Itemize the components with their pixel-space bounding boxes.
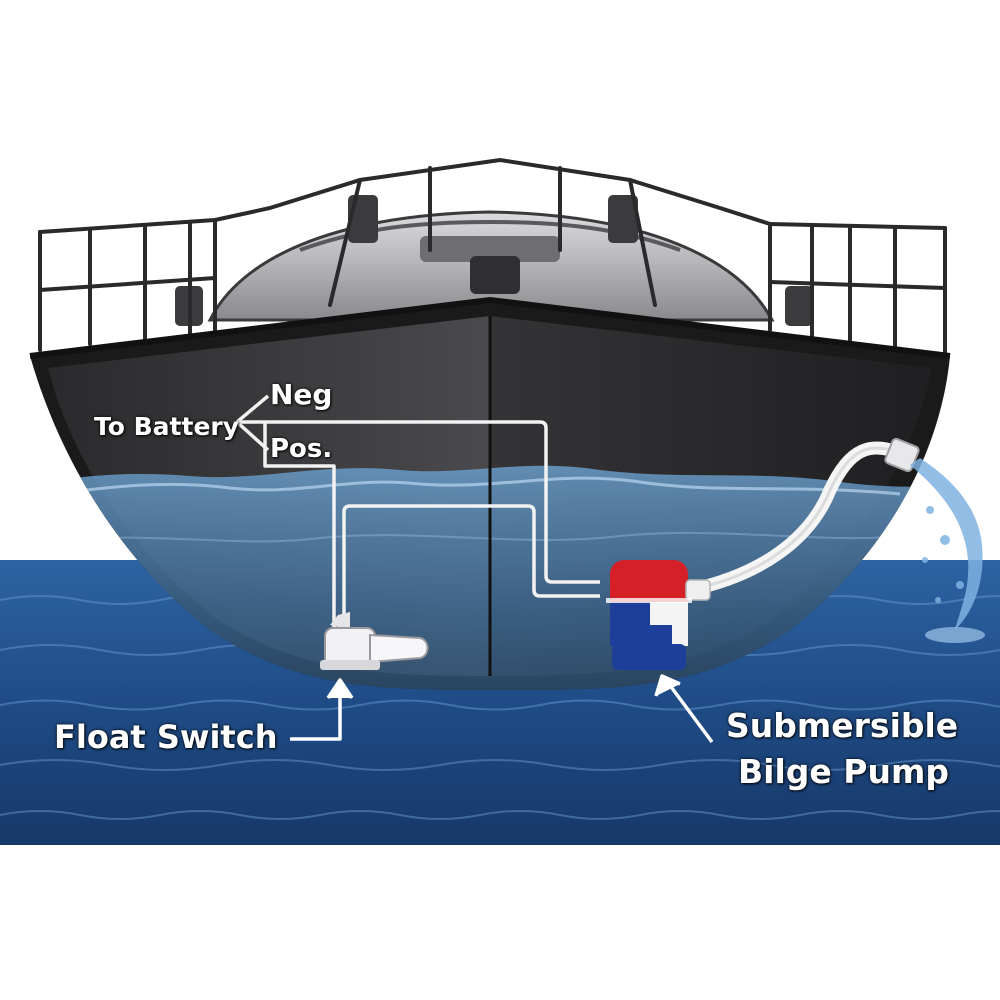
neg-label: Neg: [270, 378, 333, 411]
boat-railing: [38, 157, 947, 354]
to-battery-label: To Battery: [94, 412, 240, 441]
pump-arrow: [664, 678, 714, 744]
pump-label-line2: Bilge Pump: [738, 752, 949, 791]
pump-label-line1: Submersible: [726, 706, 959, 745]
pointer-arrows: [290, 674, 714, 744]
bilge-pump-icon: [606, 560, 711, 670]
wiring: [235, 394, 600, 630]
bilge-water: [30, 465, 950, 690]
boat-hull: [29, 296, 951, 690]
float-switch-icon: [320, 612, 429, 670]
water-splash-icon: [910, 458, 985, 643]
pos-label: Pos.: [270, 434, 333, 464]
float-switch-label: Float Switch: [54, 718, 278, 756]
float-switch-arrow: [290, 685, 342, 741]
